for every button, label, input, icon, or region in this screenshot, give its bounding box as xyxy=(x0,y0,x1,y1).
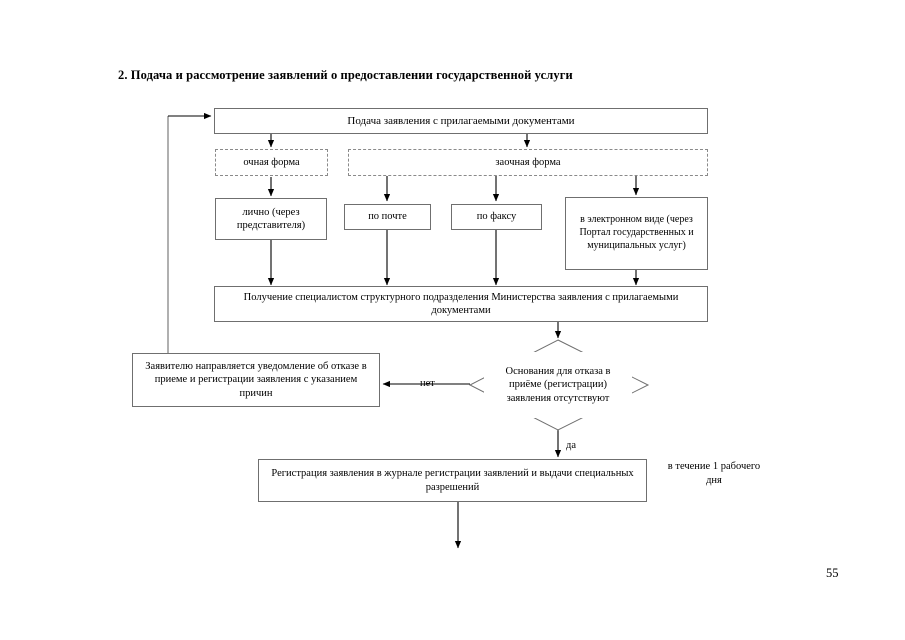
node-by-fax: по факсу xyxy=(451,204,542,230)
node-remote-form: заочная форма xyxy=(348,149,708,176)
node-by-mail: по почте xyxy=(344,204,431,230)
node-refusal-notice: Заявителю направляется уведомление об от… xyxy=(132,353,380,407)
node-electronic: в электронном виде (через Портал государ… xyxy=(565,197,708,270)
node-submission: Подача заявления с прилагаемыми документ… xyxy=(214,108,708,134)
node-in-person-method: лично (через представителя) xyxy=(215,198,327,240)
page-title: 2. Подача и рассмотрение заявлений о пре… xyxy=(118,68,573,82)
node-in-person-form: очная форма xyxy=(215,149,328,176)
page-number: 55 xyxy=(826,566,839,580)
node-registration: Регистрация заявления в журнале регистра… xyxy=(258,459,647,502)
annotation-timeframe: в течение 1 рабочего дня xyxy=(667,461,761,487)
node-received-by-specialist: Получение специалистом структурного подр… xyxy=(214,286,708,322)
node-decision-label: Основания для отказа в приёме (регистрац… xyxy=(484,352,632,418)
edge-label-yes: да xyxy=(566,440,577,451)
edge-label-no: нет xyxy=(420,378,435,389)
